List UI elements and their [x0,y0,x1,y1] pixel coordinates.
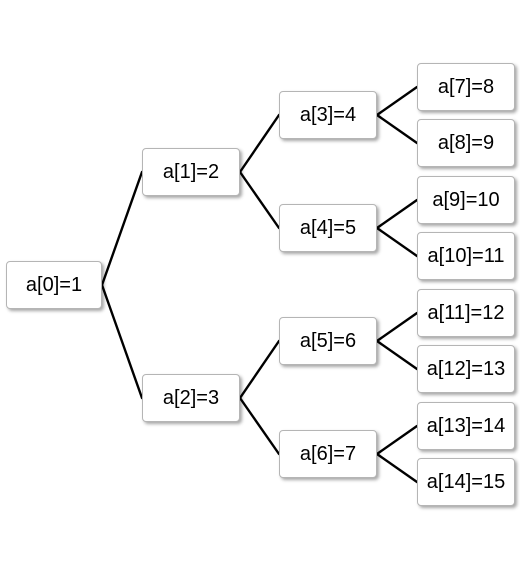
tree-node-2: a[2]=3 [142,374,240,422]
tree-node-9: a[9]=10 [417,176,515,224]
tree-edge-6-13 [375,424,419,456]
tree-edge-5-11 [375,311,419,343]
tree-node-5: a[5]=6 [279,317,377,365]
tree-edge-3-8 [375,113,419,145]
tree-edge-1-4 [238,170,281,230]
tree-edge-4-10 [375,226,419,258]
tree-node-0: a[0]=1 [6,261,102,309]
tree-node-11: a[11]=12 [417,289,515,337]
tree-edge-4-9 [375,198,419,230]
tree-node-6: a[6]=7 [279,430,377,478]
tree-node-4: a[4]=5 [279,204,377,252]
tree-edge-2-5 [238,339,281,400]
tree-edge-2-6 [238,396,281,456]
tree-edge-0-2 [100,283,144,400]
tree-edge-5-12 [375,339,419,371]
tree-node-8: a[8]=9 [417,119,515,167]
tree-node-3: a[3]=4 [279,91,377,139]
tree-node-1: a[1]=2 [142,148,240,196]
tree-node-7: a[7]=8 [417,63,515,111]
tree-node-14: a[14]=15 [417,458,515,506]
tree-node-12: a[12]=13 [417,345,515,393]
tree-edge-3-7 [375,85,419,117]
tree-edge-1-3 [238,113,281,174]
tree-edge-6-14 [375,452,419,484]
tree-node-13: a[13]=14 [417,402,515,450]
tree-node-10: a[10]=11 [417,232,515,280]
tree-edge-0-1 [100,170,144,287]
